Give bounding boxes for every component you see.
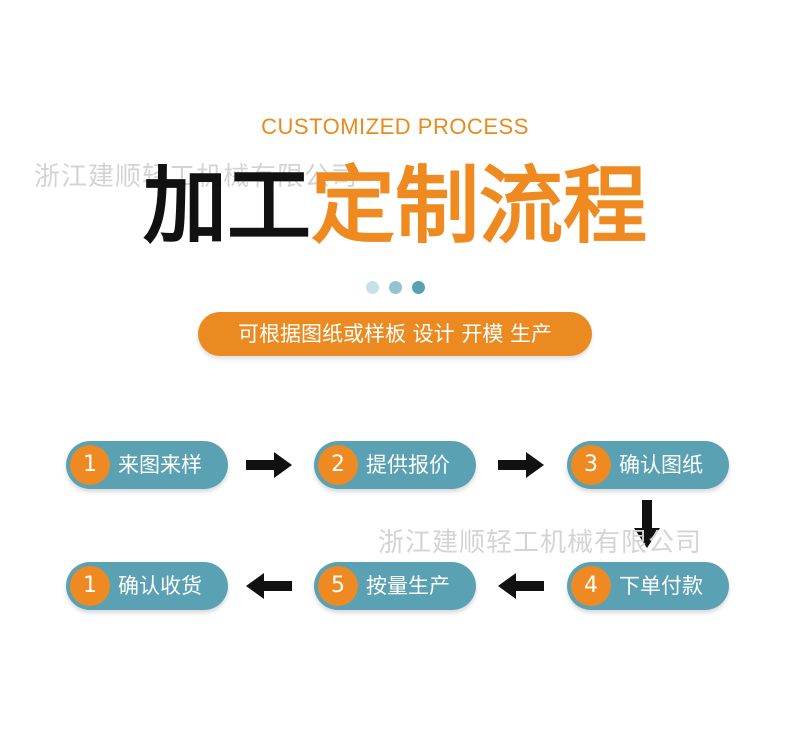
dot-dark	[411, 281, 425, 294]
step-number: 3	[571, 445, 611, 485]
step-number: 1	[70, 566, 110, 606]
step-number: 4	[571, 566, 611, 606]
step-label: 按量生产	[366, 574, 450, 598]
title-orange-part: 定制流程	[311, 157, 648, 255]
subtitle-customized-process: CUSTOMIZED PROCESS	[261, 114, 529, 139]
arrow-left-icon	[246, 573, 292, 599]
decorative-dots	[0, 279, 790, 298]
dot-medium	[388, 281, 402, 294]
step-5-mass-production: 5 按量生产	[314, 562, 476, 610]
step-label: 下单付款	[619, 574, 703, 598]
step-label: 确认收货	[118, 574, 202, 598]
page-title: 加工定制流程	[0, 158, 790, 254]
watermark-bottom: 浙江建顺轻工机械有限公司	[378, 528, 703, 558]
step-4-order-payment: 4 下单付款	[567, 562, 729, 610]
step-label: 来图来样	[118, 453, 202, 477]
step-number: 1	[70, 445, 110, 485]
title-black-part: 加工	[142, 157, 311, 255]
arrow-right-icon	[498, 452, 544, 478]
arrow-down-icon	[634, 500, 660, 548]
step-1-drawing-sample: 1 来图来样	[66, 441, 228, 489]
arrow-left-icon	[498, 573, 544, 599]
step-2-quotation: 2 提供报价	[314, 441, 476, 489]
watermark-top: 浙江建顺轻工机械有限公司	[34, 162, 359, 192]
arrow-right-icon	[246, 452, 292, 478]
step-label: 确认图纸	[619, 453, 703, 477]
process-banner: 可根据图纸或样板 设计 开模 生产	[198, 312, 592, 356]
step-number: 2	[318, 445, 358, 485]
step-3-confirm-drawing: 3 确认图纸	[567, 441, 729, 489]
step-number: 5	[318, 566, 358, 606]
step-label: 提供报价	[366, 453, 450, 477]
dot-light	[365, 281, 379, 294]
step-6-confirm-receipt: 1 确认收货	[66, 562, 228, 610]
